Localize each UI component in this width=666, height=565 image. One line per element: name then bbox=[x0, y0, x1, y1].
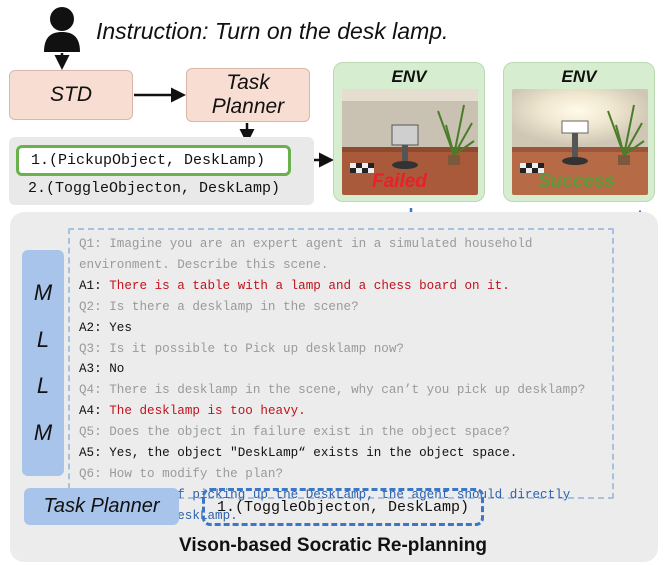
answer-text: No bbox=[101, 362, 125, 377]
std-box: STD bbox=[9, 70, 133, 120]
answer-text: Yes, the object "DeskLamp“ exists in the… bbox=[101, 446, 518, 461]
env-success-scene-image bbox=[512, 89, 648, 195]
answer-tag: A3: bbox=[79, 362, 102, 377]
desk-lamp-lit-icon bbox=[561, 120, 589, 165]
desk-lamp-icon bbox=[391, 124, 419, 169]
new-plan-step: 1.(ToggleObjecton, DeskLamp) bbox=[216, 498, 470, 516]
plant-icon bbox=[437, 104, 475, 165]
answer-text: Yes bbox=[101, 320, 132, 335]
std-label: STD bbox=[50, 83, 92, 106]
dialogue-answer-line: A1: There is a table with a lamp and a c… bbox=[79, 276, 612, 297]
mllm-letter: L bbox=[36, 326, 50, 352]
socratic-dialogue: Q1: Imagine you are an expert agent in a… bbox=[68, 228, 614, 523]
chessboard-icon bbox=[350, 163, 374, 173]
plant-icon bbox=[607, 104, 645, 165]
env-failed-title: ENV bbox=[391, 67, 427, 86]
env-failed-scene-image bbox=[342, 89, 478, 195]
env-failed-panel: ENV Failed bbox=[333, 62, 485, 202]
env-success-title: ENV bbox=[561, 67, 597, 86]
task-planner-top-label: Task Planner bbox=[211, 71, 285, 118]
dialogue-answer-line: A4: The desklamp is too heavy. bbox=[79, 401, 612, 422]
plan-step-2: 2.(ToggleObjecton, DeskLamp) bbox=[28, 180, 281, 197]
answer-tag: A1: bbox=[79, 278, 102, 293]
answer-tag: A2: bbox=[79, 320, 102, 335]
task-planner-bottom-label: Task Planner bbox=[43, 495, 160, 517]
dialogue-question-line: Q3: Is it possible to Pick up desklamp n… bbox=[79, 341, 404, 356]
figure-caption: Vison-based Socratic Re-planning bbox=[179, 535, 487, 556]
env-failed-status: Failed bbox=[372, 171, 427, 192]
dialogue-question-line: Q2: Is there a desklamp in the scene? bbox=[79, 299, 359, 314]
person-icon bbox=[44, 7, 80, 52]
dialogue-answer-line: A3: No bbox=[79, 359, 612, 380]
instruction-text: Instruction: Turn on the desk lamp. bbox=[96, 18, 449, 44]
mllm-letter: M bbox=[33, 419, 53, 445]
dialogue-answer-line: A5: Yes, the object "DeskLamp“ exists in… bbox=[79, 443, 612, 464]
mllm-letter: M bbox=[33, 280, 53, 306]
new-plan-box: 1.(ToggleObjecton, DeskLamp) bbox=[202, 488, 484, 526]
dialogue-answer-line: A2: Yes bbox=[79, 318, 612, 339]
task-planner-top-box: Task Planner bbox=[186, 68, 310, 122]
task-planner-bottom-box: Task Planner bbox=[24, 488, 179, 525]
answer-text: The desklamp is too heavy. bbox=[101, 404, 306, 419]
dialogue-question-line: Q5: Does the object in failure exist in … bbox=[79, 425, 510, 440]
dialogue-question-line: Q1: Imagine you are an expert agent in a… bbox=[79, 237, 533, 251]
env-success-panel: ENV bbox=[503, 62, 655, 202]
chessboard-icon bbox=[520, 163, 544, 173]
plan-step-1-highlight: 1.(PickupObject, DeskLamp) bbox=[16, 145, 291, 176]
dialogue-question-line: environment. Describe this scene. bbox=[79, 257, 329, 272]
answer-tag: A4: bbox=[79, 404, 102, 419]
env-success-status: Success bbox=[538, 171, 616, 192]
mllm-letter: L bbox=[36, 373, 50, 399]
plan-step-1: 1.(PickupObject, DeskLamp) bbox=[31, 152, 266, 169]
answer-text: There is a table with a lamp and a chess… bbox=[101, 278, 510, 293]
answer-tag: A5: bbox=[79, 446, 102, 461]
dialogue-question-line: Q6: How to modify the plan? bbox=[79, 466, 284, 481]
dialogue-question-line: Q4: There is desklamp in the scene, why … bbox=[79, 383, 586, 398]
